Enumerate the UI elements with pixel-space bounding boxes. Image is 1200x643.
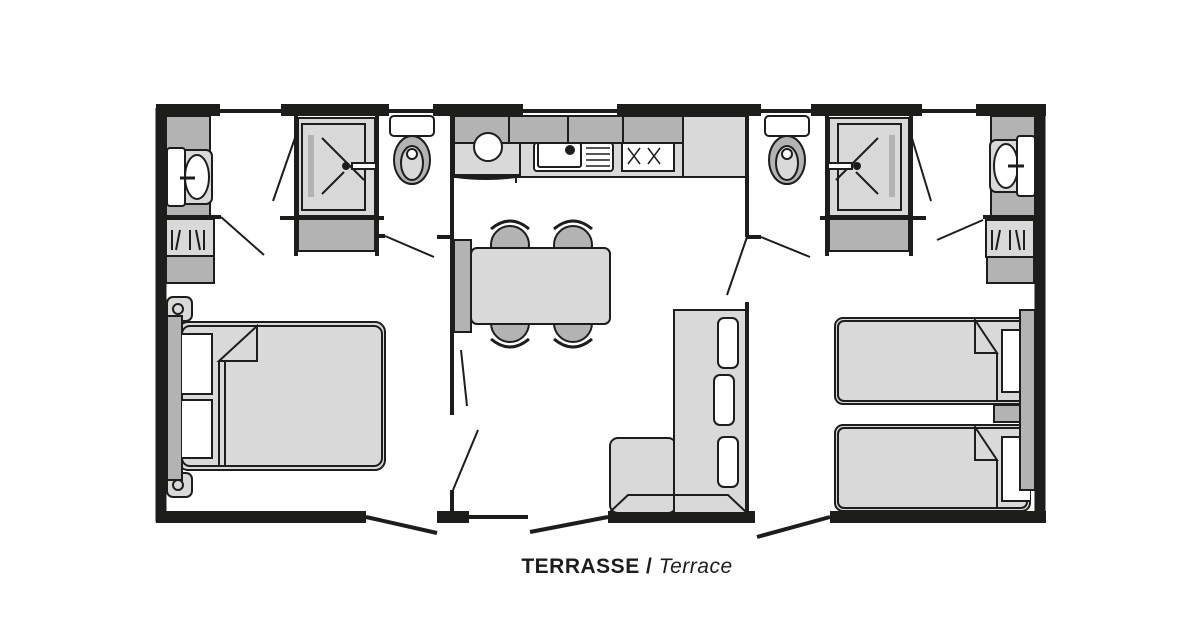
outer-walls <box>155 104 1046 539</box>
kitchen <box>453 115 747 183</box>
wc-right <box>764 115 810 185</box>
bathroom-right <box>827 115 1036 284</box>
caption-bold: TERRASSE / <box>521 555 653 578</box>
bedroom-right-beds <box>834 309 1036 512</box>
bathroom-left <box>165 115 377 284</box>
caption-italic: Terrace <box>658 555 733 578</box>
terrace-caption: TERRASSE / Terrace <box>0 555 1200 579</box>
wc-left <box>389 115 435 185</box>
sofa <box>609 309 747 514</box>
dining-table <box>453 219 611 407</box>
bedroom-left-bed <box>166 296 386 498</box>
